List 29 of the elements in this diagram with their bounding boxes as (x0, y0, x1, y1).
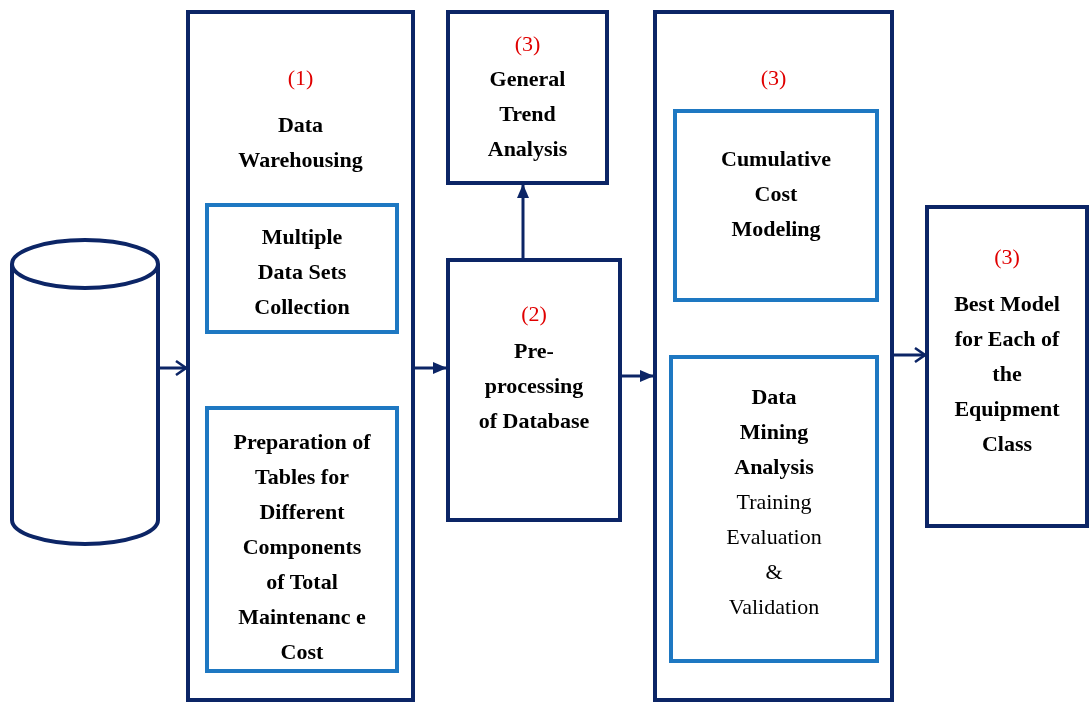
database-cylinder (10, 238, 160, 546)
process-box (446, 258, 622, 522)
step-title: Best Model for Each of the Equipment Class (954, 290, 1060, 458)
step-title: Pre-processing of Database (477, 337, 591, 435)
process-box (925, 205, 1089, 528)
arrow (894, 346, 927, 364)
arrow (415, 362, 447, 374)
step-details: Training Evaluation & Validation (725, 488, 823, 621)
step-title: Data Warehousing (237, 111, 364, 174)
arrow (517, 184, 529, 258)
step-title: Preparation of Tables for Different Components of Total Maintenanc e Cost (232, 428, 372, 666)
process-box (205, 203, 399, 334)
process-box (669, 355, 879, 663)
step-number: (3) (513, 30, 542, 58)
step-title: Data Mining Analysis (733, 383, 815, 481)
step-title: General Trend Analysis (486, 65, 569, 163)
step-number: (3) (993, 243, 1021, 271)
process-box (673, 109, 879, 302)
process-panel (653, 10, 894, 702)
process-box (446, 10, 609, 185)
step-number: (1) (286, 64, 315, 92)
step-title: Multiple Data Sets Collection (253, 223, 351, 321)
arrow (160, 359, 188, 377)
step-number: (2) (520, 300, 548, 328)
process-panel (186, 10, 415, 702)
step-number: (3) (759, 64, 788, 92)
step-title: Cumulative Cost Modeling (720, 145, 832, 243)
arrow (622, 370, 654, 382)
process-box (205, 406, 399, 673)
